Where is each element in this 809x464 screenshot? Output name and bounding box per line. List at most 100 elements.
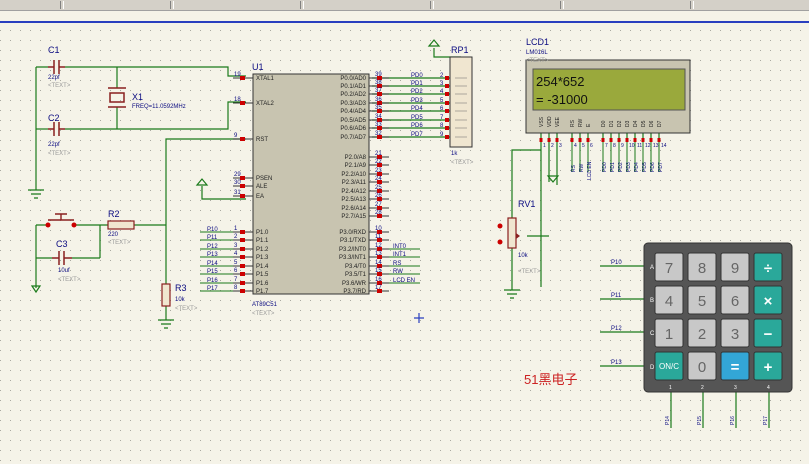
mcu-pin-name: P0.2/AD2 — [340, 92, 366, 98]
keypad-row-letter: B — [650, 298, 654, 304]
keypad-key-label: 4 — [665, 293, 673, 310]
mcu-pin-marker — [377, 163, 382, 167]
lcd-pin-marker — [633, 138, 637, 142]
mcu-pin-num: 11 — [375, 234, 382, 240]
lcd-pin-label: D3 — [625, 120, 631, 127]
c2-text: <TEXT> — [48, 151, 71, 157]
keypad-col-num: 3 — [734, 385, 737, 391]
mcu-pin-num: 30 — [234, 180, 241, 186]
keypad-key — [720, 318, 750, 348]
mcu-pin-num: 23 — [375, 168, 382, 174]
mcu-pin-name: P2.0/A8 — [345, 155, 367, 161]
mcu-pin-marker — [240, 238, 245, 242]
p0-net-label: PD4 — [411, 106, 423, 112]
mcu-pin-marker — [377, 206, 382, 210]
keypad-key-label: − — [764, 326, 773, 343]
lcd-pin-num: 2 — [551, 143, 554, 149]
c1-value: 22pf — [48, 75, 60, 81]
lcd-pin-marker — [657, 138, 661, 142]
lcd-pin-num: 10 — [629, 143, 635, 149]
toolbar-strip — [0, 0, 809, 11]
keypad-row-net: P12 — [611, 326, 622, 332]
mcu-pin-marker — [240, 247, 245, 251]
rp1-pin-marker — [445, 109, 449, 113]
lcd-pin-label: D7 — [657, 120, 663, 127]
keypad-key — [687, 351, 717, 381]
mcu-pin-marker — [240, 289, 245, 293]
mcu-pin-name: P1.7 — [256, 289, 269, 295]
mcu-pin-name: P3.3/INT1 — [339, 255, 367, 261]
p1-net-label: P15 — [207, 269, 218, 275]
u1-part: AT89C51 — [252, 302, 278, 308]
lcd-net-label: PD6 — [650, 162, 656, 172]
rp1-ref: RP1 — [451, 45, 469, 55]
keypad-key-label: 8 — [698, 260, 706, 277]
r3-text: <TEXT> — [175, 306, 198, 312]
rv1-body — [507, 217, 517, 249]
mcu-pins: 19XTAL118XTAL29RST29PSEN30ALE31EA1P1.02P… — [200, 72, 423, 295]
keypad-key — [720, 285, 750, 315]
lcd-pin-label: VDD — [547, 116, 553, 127]
mcu-pin-num: 26 — [375, 193, 382, 199]
mcu-pin-marker — [377, 238, 382, 242]
mcu-pin-name: P3.0/RXD — [339, 230, 366, 236]
keypad-key — [687, 285, 717, 315]
mcu-pin-num: 29 — [234, 172, 241, 178]
lcd-pin-marker — [586, 138, 590, 142]
lcd-pin-label: D6 — [649, 120, 655, 127]
lcd-pin-marker — [547, 138, 551, 142]
p3-net-label: INT0 — [393, 244, 407, 250]
mcu-pin-num: 2 — [234, 234, 238, 240]
lcd-net-label: RW — [579, 163, 585, 172]
rv1-inc-pin — [497, 223, 503, 229]
mcu-pin-num: 16 — [375, 277, 382, 283]
mcu-pin-name: P0.0/AD0 — [340, 76, 366, 82]
keypad-col-num: 1 — [669, 385, 672, 391]
lcd-pin-marker — [625, 138, 629, 142]
mcu-pin-marker — [240, 137, 245, 141]
keypad-key-label: 2 — [698, 326, 706, 343]
rp1-pin-num: 6 — [440, 106, 444, 112]
keypad-key — [720, 252, 750, 282]
rp1-pin-marker — [445, 118, 449, 122]
lcd-pin-marker — [555, 138, 559, 142]
lcd-line-1: 254*652 — [536, 74, 584, 89]
keypad-row-net: P11 — [611, 293, 622, 299]
p1-net-label: P17 — [207, 286, 218, 292]
lcd-pin-num: 9 — [621, 143, 624, 149]
mcu-pin-num: 28 — [375, 210, 382, 216]
keypad-key-label: 0 — [698, 359, 706, 376]
mcu-pin-marker — [377, 84, 382, 88]
p0-net-label: PD3 — [411, 98, 423, 104]
rp1-pin-num: 8 — [440, 123, 444, 129]
mcu-pin-name: P3.6/WR — [342, 281, 367, 287]
mcu-pin-num: 4 — [234, 251, 238, 257]
lcd-pin-label: RW — [578, 118, 584, 127]
keypad-row-net: P10 — [611, 260, 622, 266]
mcu-pin-num: 19 — [234, 72, 241, 78]
mcu-pin-marker — [377, 180, 382, 184]
u1-ref: U1 — [252, 62, 264, 72]
lcd-pin-label: RS — [570, 119, 576, 127]
mcu-pin-num: 24 — [375, 176, 382, 182]
mcu-pin-num: 39 — [375, 72, 382, 78]
mcu-pin-num: 14 — [375, 260, 382, 266]
keypad-row-letter: D — [650, 365, 655, 371]
mcu-pin-name: P2.3/A11 — [342, 180, 367, 186]
r2-text: <TEXT> — [108, 240, 131, 246]
mcu-pin-num: 18 — [234, 97, 241, 103]
lcd-pin-num: 3 — [559, 143, 562, 149]
mcu-pin-marker — [240, 264, 245, 268]
lcd-net-label: PD2 — [618, 162, 624, 172]
lcd-pin-marker — [601, 138, 605, 142]
mcu-pin-marker — [240, 281, 245, 285]
mcu-pin-num: 9 — [234, 133, 238, 139]
mcu-pin-marker — [240, 272, 245, 276]
keypad-col-num: 4 — [767, 385, 770, 391]
p3-net-label: INT1 — [393, 252, 407, 258]
rp1-text: <TEXT> — [451, 160, 474, 166]
x1-value: FREQ=11.0592MHz — [132, 104, 186, 110]
keypad-key-label: 5 — [698, 293, 706, 310]
rv1-dec-pin — [497, 239, 503, 245]
